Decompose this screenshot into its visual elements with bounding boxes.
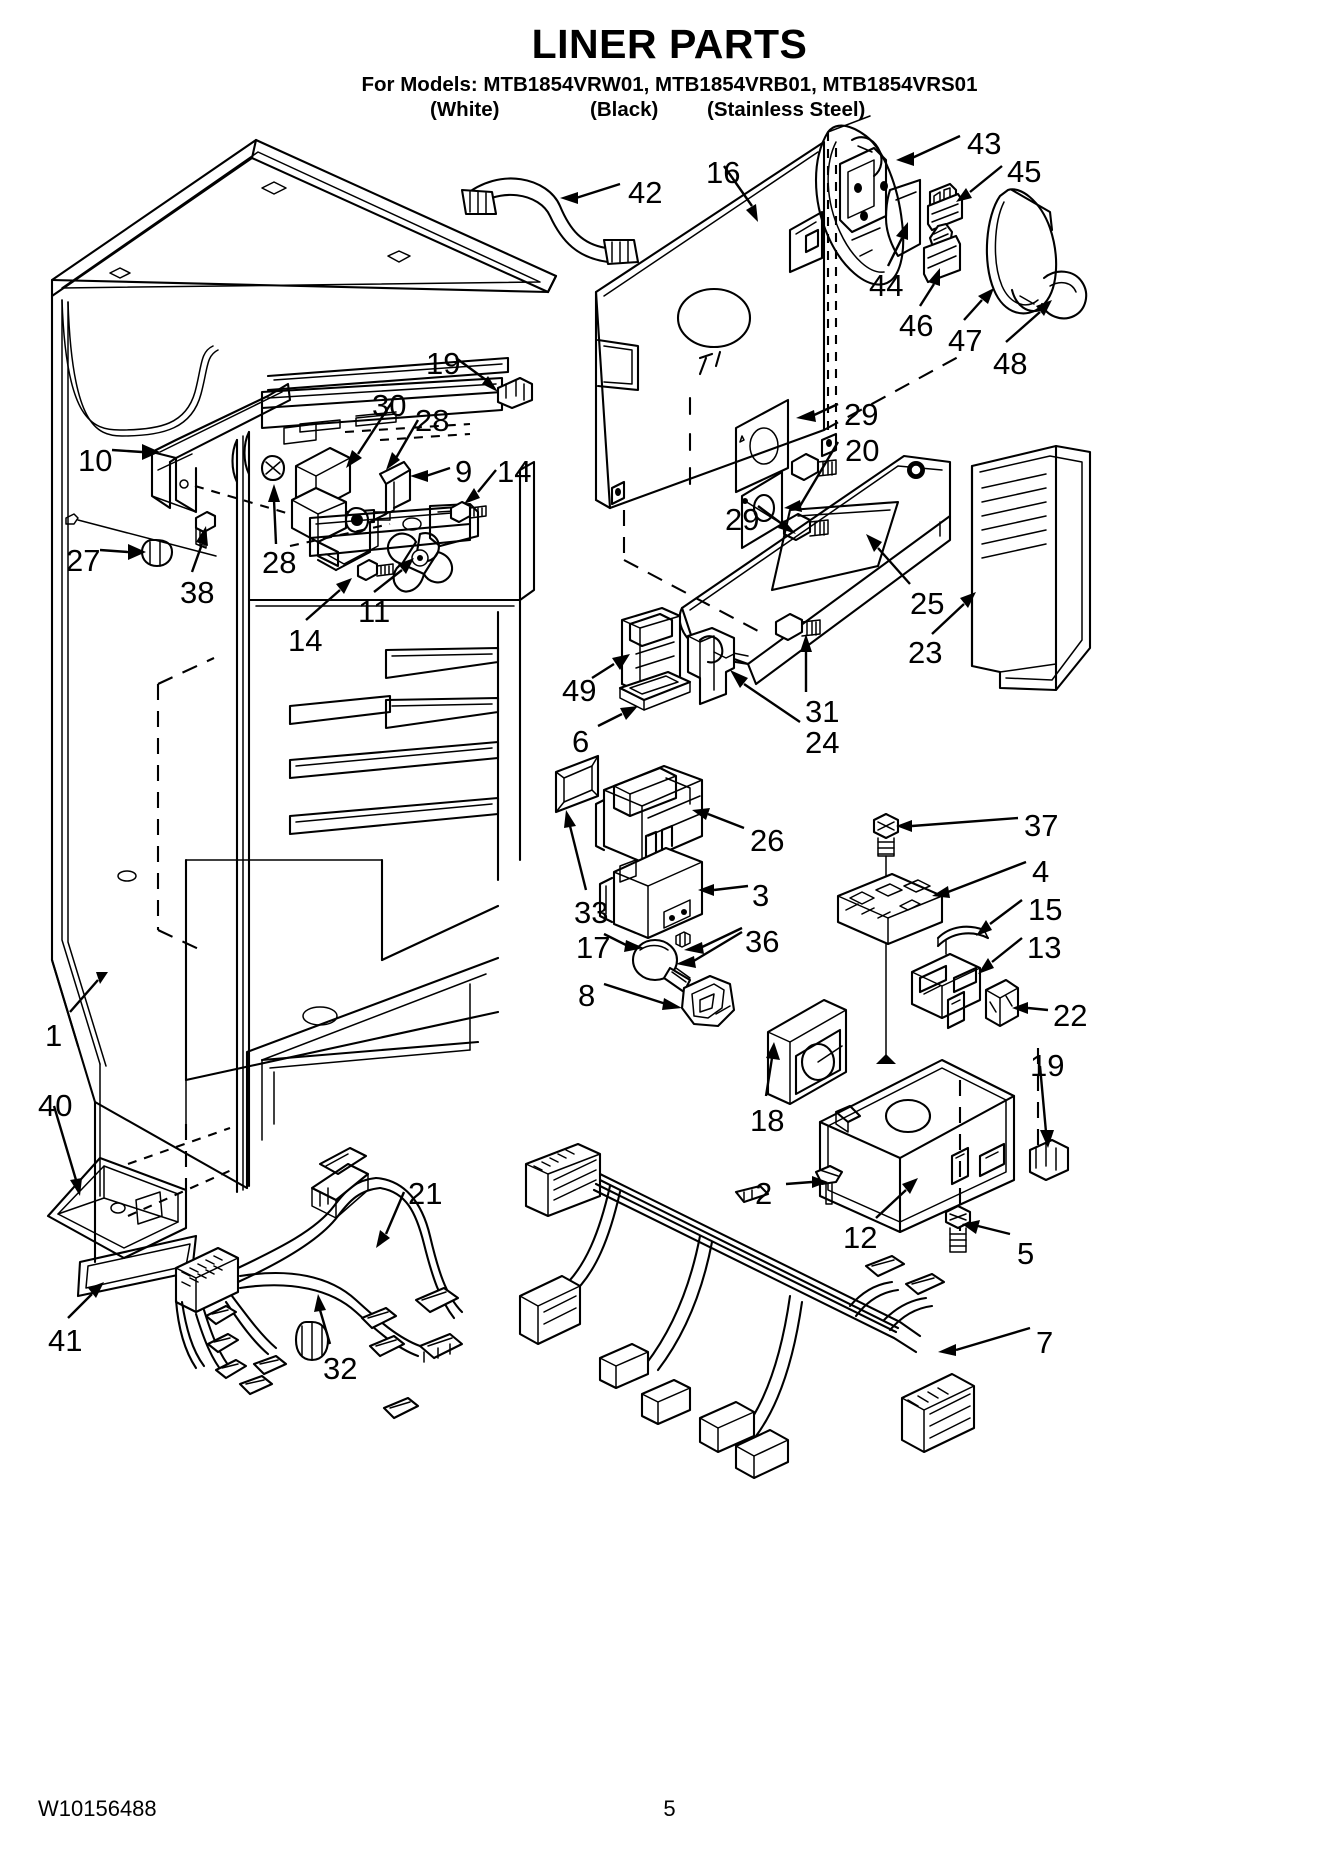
callout-21: 21 bbox=[408, 1176, 443, 1211]
callout-11: 11 bbox=[358, 594, 391, 629]
part-5-screw bbox=[944, 1204, 972, 1253]
cabinet-shell bbox=[50, 138, 558, 1264]
model-color-labels: (White) (Black) (Stainless Steel) bbox=[0, 98, 1339, 124]
callout-13: 13 bbox=[1027, 930, 1062, 965]
callout-28-upper: 28 bbox=[415, 403, 450, 438]
callout-25: 25 bbox=[910, 586, 945, 621]
callout-10: 10 bbox=[78, 443, 113, 478]
callout-44: 44 bbox=[869, 268, 904, 303]
callout-20: 20 bbox=[845, 433, 880, 468]
part-29-screws bbox=[782, 452, 837, 542]
part-6-gasket bbox=[618, 670, 692, 711]
part-16-rear-panel bbox=[594, 140, 961, 633]
part-46-47-bulb bbox=[922, 222, 962, 284]
part-8-light-socket bbox=[680, 974, 736, 1028]
part-18-light-shield bbox=[766, 998, 848, 1106]
part-44-shield bbox=[884, 178, 922, 258]
part-17-light-bulb bbox=[631, 938, 692, 994]
callout-27: 27 bbox=[66, 543, 101, 578]
callout-43: 43 bbox=[967, 126, 1002, 161]
callout-6: 6 bbox=[572, 724, 590, 759]
part-21-wire-harness bbox=[174, 1146, 464, 1420]
callout-46: 46 bbox=[899, 308, 934, 343]
color-label-stainless: (Stainless Steel) bbox=[707, 97, 866, 121]
callout-32: 32 bbox=[323, 1351, 358, 1386]
part-3-damper-assembly bbox=[598, 824, 704, 940]
models-line: For Models: MTB1854VRW01, MTB1854VRB01, … bbox=[361, 73, 978, 96]
part-48-cover bbox=[985, 188, 1088, 320]
callout-31: 31 bbox=[805, 694, 840, 729]
part-33-frame bbox=[554, 754, 600, 814]
callout-7: 7 bbox=[1036, 1325, 1054, 1360]
part-19-lower-connector bbox=[1028, 1138, 1070, 1182]
callout-29-upper: 29 bbox=[844, 397, 879, 432]
part-43-light-housing bbox=[815, 115, 905, 430]
callout-14-lower: 14 bbox=[288, 623, 323, 658]
callout-1: 1 bbox=[45, 1018, 63, 1053]
callout-16: 16 bbox=[706, 155, 741, 190]
callout-14-upper: 14 bbox=[497, 454, 532, 489]
part-27-plug bbox=[65, 513, 217, 568]
part-40-41-light-lens bbox=[46, 1127, 237, 1298]
callout-45: 45 bbox=[1007, 154, 1042, 189]
callout-5: 5 bbox=[1017, 1236, 1035, 1271]
part-23-duct-cover bbox=[970, 444, 1092, 692]
callout-9: 9 bbox=[455, 454, 473, 489]
part-7-main-harness bbox=[518, 1142, 976, 1480]
callout-23: 23 bbox=[908, 635, 943, 670]
shelf-rails bbox=[288, 646, 500, 836]
callout-18: 18 bbox=[750, 1103, 785, 1138]
callout-26: 26 bbox=[750, 823, 785, 858]
page-footer: W10156488 5 bbox=[0, 1796, 1339, 1836]
part-24-connector bbox=[686, 626, 736, 706]
callout-41: 41 bbox=[48, 1323, 83, 1358]
callout-29-lower: 29 bbox=[725, 502, 760, 537]
part-31-screw bbox=[774, 612, 821, 642]
part-26-control-box bbox=[594, 764, 704, 864]
callout-48: 48 bbox=[993, 346, 1028, 381]
part-12-drip-tray bbox=[818, 1048, 1040, 1242]
leader-lines bbox=[52, 134, 1054, 1356]
part-25-air-duct bbox=[678, 454, 952, 686]
callout-47: 47 bbox=[948, 323, 983, 358]
color-label-black: (Black) bbox=[590, 97, 659, 121]
callout-2: 2 bbox=[755, 1176, 773, 1211]
callout-19-lower: 19 bbox=[1030, 1048, 1065, 1083]
callout-36: 36 bbox=[745, 924, 780, 959]
part-2-clip bbox=[734, 1164, 844, 1205]
callout-19-upper: 19 bbox=[426, 346, 461, 381]
part-42-power-cord bbox=[460, 177, 640, 266]
document-code: W10156488 bbox=[38, 1796, 157, 1821]
part-45-bulb-socket bbox=[926, 182, 964, 232]
callout-28-lower: 28 bbox=[262, 545, 297, 580]
callout-42: 42 bbox=[628, 175, 663, 210]
page-header: LINER PARTS For Models: MTB1854VRW01, MT… bbox=[0, 24, 1339, 124]
part-14-screws bbox=[356, 500, 487, 582]
callout-8: 8 bbox=[578, 978, 596, 1013]
callout-40: 40 bbox=[38, 1088, 73, 1123]
callout-22: 22 bbox=[1053, 998, 1088, 1033]
page-title: LINER PARTS bbox=[531, 21, 808, 67]
callout-49: 49 bbox=[562, 673, 597, 708]
callout-3: 3 bbox=[752, 878, 770, 913]
part-4-control-board bbox=[836, 872, 944, 946]
callout-30: 30 bbox=[372, 388, 407, 423]
callout-12: 12 bbox=[843, 1220, 878, 1255]
callout-37: 37 bbox=[1024, 808, 1059, 843]
part-22-knob bbox=[984, 978, 1020, 1028]
color-label-white: (White) bbox=[430, 97, 500, 121]
callout-15: 15 bbox=[1028, 892, 1063, 927]
callout-4: 4 bbox=[1032, 854, 1050, 889]
page-number: 5 bbox=[663, 1796, 676, 1821]
callout-38: 38 bbox=[180, 575, 215, 610]
callout-17: 17 bbox=[576, 930, 611, 965]
callout-33: 33 bbox=[574, 895, 609, 930]
part-13-thermostat bbox=[910, 939, 982, 1030]
callout-24: 24 bbox=[805, 725, 840, 760]
part-10-rail-bracket bbox=[150, 382, 292, 514]
